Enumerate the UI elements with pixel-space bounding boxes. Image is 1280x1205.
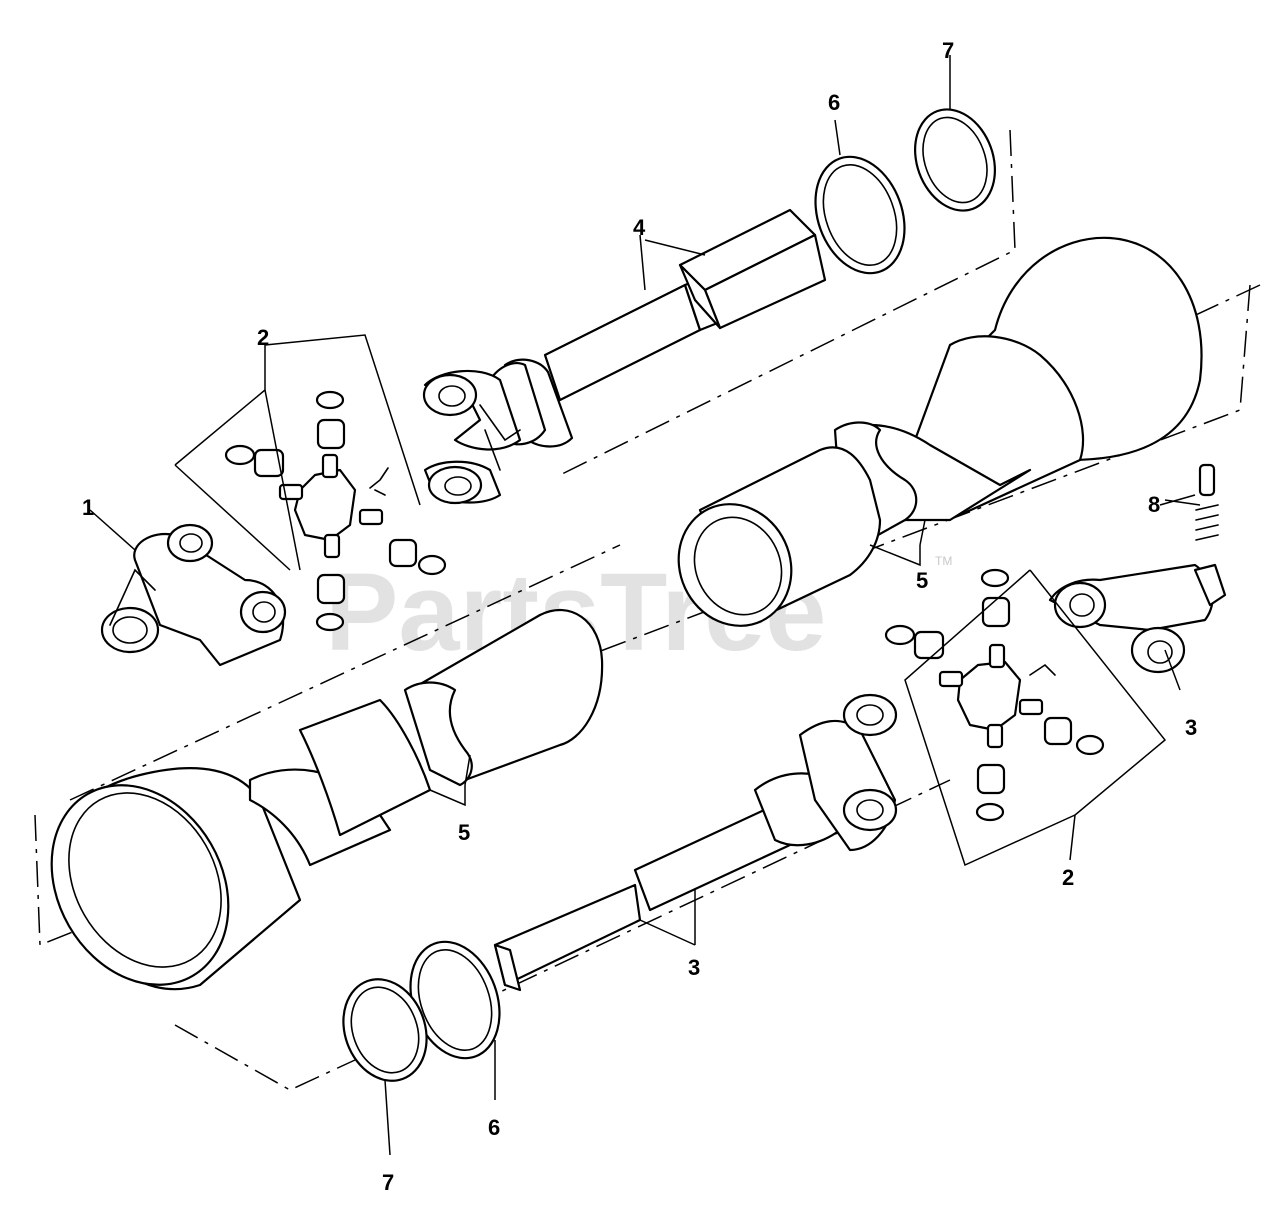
snap-ring-7-bottom bbox=[342, 978, 428, 1082]
snap-ring-7-top bbox=[914, 108, 996, 212]
callout-8: 8 bbox=[1148, 492, 1160, 517]
shield-cone-upper bbox=[833, 236, 1203, 547]
watermark-tm: TM bbox=[935, 554, 952, 568]
retaining-ring-6-bottom bbox=[409, 940, 501, 1060]
inner-shaft-lower bbox=[493, 803, 792, 992]
callout-2-top: 2 bbox=[257, 325, 269, 350]
yoke-part-3-right bbox=[1048, 563, 1227, 674]
callout-4: 4 bbox=[633, 215, 646, 240]
yoke-lower bbox=[753, 693, 898, 852]
callout-6-bottom: 6 bbox=[488, 1115, 500, 1140]
callout-3-bottom: 3 bbox=[688, 955, 700, 980]
callout-7-top: 7 bbox=[942, 38, 954, 63]
callout-6-top: 6 bbox=[828, 90, 840, 115]
callout-2-bottom: 2 bbox=[1062, 865, 1074, 890]
callout-1: 1 bbox=[82, 495, 94, 520]
callout-7-bottom: 7 bbox=[382, 1170, 394, 1195]
callout-3-right: 3 bbox=[1185, 715, 1197, 740]
leader-lines bbox=[89, 55, 1201, 1156]
callout-5-right: 5 bbox=[916, 568, 928, 593]
grease-fitting-part-8 bbox=[1195, 463, 1219, 541]
yoke-part-1 bbox=[100, 523, 287, 667]
shield-cone-lower bbox=[50, 698, 432, 991]
outer-tube-lower bbox=[403, 609, 604, 787]
u-joint-kit-upper bbox=[224, 390, 447, 632]
inner-shaft-upper bbox=[543, 208, 827, 402]
yoke-upper bbox=[422, 358, 574, 505]
retaining-ring-6-top bbox=[814, 155, 906, 275]
outer-tube-upper bbox=[677, 446, 882, 627]
callout-5-left: 5 bbox=[458, 820, 470, 845]
